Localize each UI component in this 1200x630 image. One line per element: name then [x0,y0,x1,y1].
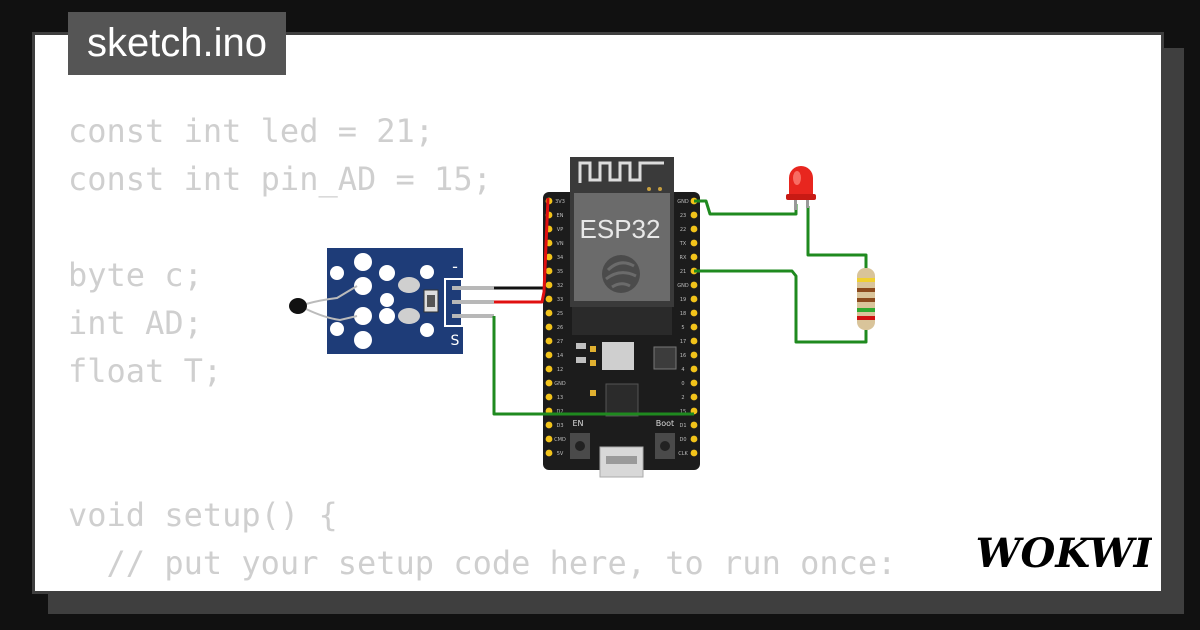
right-pin[interactable] [690,379,698,387]
right-pin-label: 5 [681,325,684,331]
right-pin-label: 0 [681,381,684,387]
code-editor: const int led = 21; const int pin_AD = 15… [68,107,897,591]
right-pin-label: 16 [680,353,686,359]
en-button-label: EN [572,419,583,428]
right-pin-label: GND [677,283,689,289]
left-pin-label: VN [556,241,563,247]
wire-red[interactable] [494,197,550,304]
left-pin[interactable] [545,295,553,303]
right-pin[interactable] [690,449,698,457]
left-pin[interactable] [545,351,553,359]
wire-led-resistor[interactable] [806,206,868,270]
left-pin[interactable] [545,281,553,289]
temperature-sensor-module[interactable]: - S [289,248,494,354]
wire-signal[interactable] [492,316,694,416]
left-pin-label: EN [557,213,564,219]
file-tab[interactable]: sketch.ino [68,12,286,75]
left-pin-label: 13 [557,395,563,401]
svg-text:WOKWI: WOKWI [976,530,1152,577]
left-pin[interactable] [545,309,553,317]
left-pin-label: 34 [557,255,563,261]
right-pin-label: D0 [679,437,686,443]
thermistor-icon [289,285,358,322]
code-line: const int led = 21; [68,112,435,150]
right-pin[interactable] [690,225,698,233]
left-pin[interactable] [545,323,553,331]
right-pin[interactable] [690,295,698,303]
code-line: const int pin_AD = 15; [68,160,492,198]
right-pin[interactable] [690,239,698,247]
sensor-minus-label: - [452,257,458,276]
left-pin[interactable] [545,379,553,387]
boot-button-label: Boot [656,419,674,428]
left-pin-label: 12 [557,367,563,373]
left-pin-label: 14 [557,353,563,359]
code-line: int AD; [68,304,203,342]
left-pin-label: 27 [557,339,563,345]
left-pin-label: 5V [557,451,564,457]
code-line: // put your setup code here, to run once… [68,544,897,582]
left-pin-label: D3 [556,423,563,429]
left-pin-label: GND [554,381,566,387]
wire-led-gnd[interactable] [694,199,798,216]
right-pin[interactable] [690,309,698,317]
right-pin-label: 19 [680,297,686,303]
right-pin-label: D1 [679,423,686,429]
left-pin-label: 32 [557,283,563,289]
left-pin[interactable] [545,253,553,261]
left-pin[interactable] [545,267,553,275]
right-pin[interactable] [690,281,698,289]
right-pin-label: TX [679,241,687,247]
board-label: ESP32 [580,214,661,244]
right-pin-label: 21 [680,269,686,275]
esp32-board[interactable]: ESP32 EN Boot 3V3ENVPVN34353233252627141… [543,157,700,478]
wires [492,197,868,416]
right-pin-label: 23 [680,213,686,219]
left-pin-label: CMD [554,437,566,443]
left-pin-label: D2 [556,409,563,415]
right-pin[interactable] [690,253,698,261]
code-line: byte c; [68,256,203,294]
right-pin-label: 22 [680,227,686,233]
right-pin[interactable] [690,323,698,331]
right-pin[interactable] [690,421,698,429]
code-line: float T; [68,352,223,390]
left-pin[interactable] [545,421,553,429]
left-pin[interactable] [545,365,553,373]
left-pin-label: 33 [557,297,563,303]
right-pin[interactable] [690,435,698,443]
left-pin[interactable] [545,449,553,457]
left-pin-label: 35 [557,269,563,275]
right-pin[interactable] [690,337,698,345]
code-line: void setup() { [68,496,338,534]
right-pin-label: CLK [678,451,688,457]
right-pin-label: 4 [681,367,684,373]
right-pin-label: RX [680,255,687,261]
right-pin[interactable] [690,393,698,401]
right-pin[interactable] [690,365,698,373]
left-pin[interactable] [545,435,553,443]
right-pin[interactable] [690,351,698,359]
left-pin[interactable] [545,393,553,401]
left-pin[interactable] [545,337,553,345]
sensor-signal-label: S [451,333,460,349]
right-pin-label: GND [677,199,689,205]
led-icon[interactable] [786,166,816,210]
wokwi-logo: WOKWI [976,530,1152,577]
wire-resistor[interactable] [694,269,868,344]
right-pin[interactable] [690,211,698,219]
resistor-icon[interactable] [857,268,875,330]
right-pin-label: 17 [680,339,686,345]
left-pin-label: 3V3 [555,199,565,205]
right-pin-label: 15 [680,409,686,415]
right-pin-label: 2 [681,395,684,401]
left-pin-label: 25 [557,311,563,317]
espressif-logo-icon [602,255,640,293]
left-pin-label: 26 [557,325,563,331]
right-pin-label: 18 [680,311,686,317]
left-pin-label: VP [557,227,563,233]
